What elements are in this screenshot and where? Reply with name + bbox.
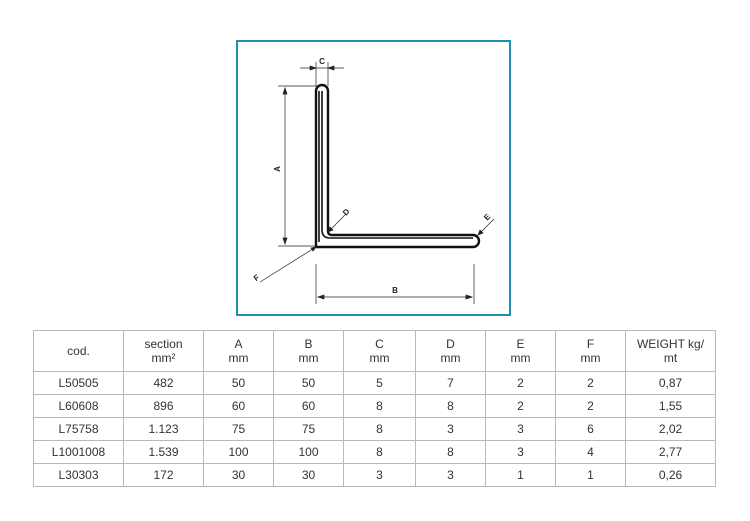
table-row: L30303 172 30 30 3 3 1 1 0,26 <box>33 463 716 487</box>
table-row: L50505 482 50 50 5 7 2 2 0,87 <box>33 371 716 395</box>
angle-profile-outline <box>314 83 481 249</box>
cell-d: 3 <box>415 417 486 441</box>
dimension-d <box>327 213 347 233</box>
cell-f: 2 <box>555 371 626 395</box>
dimension-b-label: B <box>392 286 398 295</box>
header-a: A mm <box>203 330 274 372</box>
cell-a: 100 <box>203 440 274 464</box>
dimension-c-label: C <box>319 57 325 66</box>
cell-e: 1 <box>485 463 556 487</box>
cell-d: 3 <box>415 463 486 487</box>
cell-a: 75 <box>203 417 274 441</box>
cell-b: 50 <box>273 371 344 395</box>
cell-d: 7 <box>415 371 486 395</box>
cell-cod: L1001008 <box>33 440 124 464</box>
cell-cod: L60608 <box>33 394 124 418</box>
header-cod: cod. <box>33 330 124 372</box>
dimension-c <box>300 62 344 86</box>
angle-profile-drawing: A C B D E <box>252 57 495 304</box>
cell-f: 4 <box>555 440 626 464</box>
dimension-a <box>278 85 322 247</box>
header-weight: WEIGHT kg/ mt <box>625 330 716 372</box>
dimension-e-label: E <box>482 212 493 223</box>
cell-a: 60 <box>203 394 274 418</box>
cell-e: 3 <box>485 417 556 441</box>
cell-e: 2 <box>485 394 556 418</box>
cell-c: 8 <box>343 394 416 418</box>
cell-section: 172 <box>123 463 204 487</box>
cell-weight: 2,77 <box>625 440 716 464</box>
angle-profile-spec-table: cod. section mm² A mm B mm C mm D mm <box>33 330 716 487</box>
header-c: C mm <box>343 330 416 372</box>
cell-weight: 0,87 <box>625 371 716 395</box>
cell-weight: 2,02 <box>625 417 716 441</box>
cell-a: 50 <box>203 371 274 395</box>
cell-a: 30 <box>203 463 274 487</box>
cell-c: 5 <box>343 371 416 395</box>
table-header-row: cod. section mm² A mm B mm C mm D mm <box>33 330 716 372</box>
cell-e: 3 <box>485 440 556 464</box>
cell-f: 6 <box>555 417 626 441</box>
angle-profile-diagram: A C B D E <box>236 40 511 316</box>
cell-c: 8 <box>343 440 416 464</box>
dimension-a-label: A <box>273 166 282 172</box>
header-b: B mm <box>273 330 344 372</box>
header-section: section mm² <box>123 330 204 372</box>
dimension-e <box>477 218 495 236</box>
cell-section: 1.123 <box>123 417 204 441</box>
angle-profile-inner-line <box>318 91 473 242</box>
table-row: L75758 1.123 75 75 8 3 3 6 2,02 <box>33 417 716 441</box>
dimension-f-label: F <box>252 273 261 283</box>
cell-weight: 0,26 <box>625 463 716 487</box>
cell-e: 2 <box>485 371 556 395</box>
table-row: L1001008 1.539 100 100 8 8 3 4 2,77 <box>33 440 716 464</box>
cell-c: 8 <box>343 417 416 441</box>
cell-c: 3 <box>343 463 416 487</box>
header-f: F mm <box>555 330 626 372</box>
cell-f: 2 <box>555 394 626 418</box>
cell-f: 1 <box>555 463 626 487</box>
cell-section: 896 <box>123 394 204 418</box>
header-e: E mm <box>485 330 556 372</box>
cell-cod: L75758 <box>33 417 124 441</box>
cell-b: 100 <box>273 440 344 464</box>
cell-weight: 1,55 <box>625 394 716 418</box>
dimension-d-label: D <box>341 207 352 218</box>
cell-section: 1.539 <box>123 440 204 464</box>
cell-cod: L30303 <box>33 463 124 487</box>
cell-cod: L50505 <box>33 371 124 395</box>
cell-d: 8 <box>415 440 486 464</box>
dimension-f <box>259 246 317 283</box>
header-d: D mm <box>415 330 486 372</box>
cell-b: 60 <box>273 394 344 418</box>
cell-d: 8 <box>415 394 486 418</box>
cell-b: 30 <box>273 463 344 487</box>
table-row: L60608 896 60 60 8 8 2 2 1,55 <box>33 394 716 418</box>
cell-section: 482 <box>123 371 204 395</box>
dimension-b <box>315 264 475 304</box>
cell-b: 75 <box>273 417 344 441</box>
